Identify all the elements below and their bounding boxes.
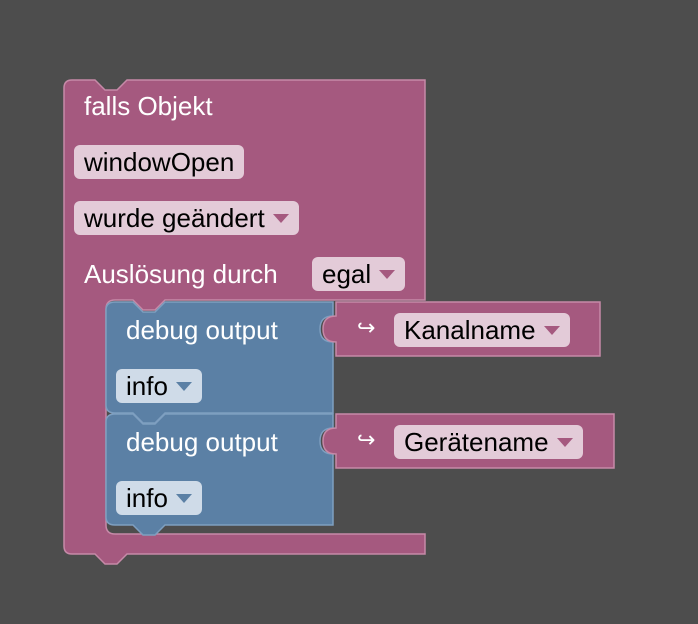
value-dropdown-1[interactable]: Kanalname [394, 313, 570, 347]
dropdown-arrow-icon [543, 325, 560, 335]
dropdown-arrow-icon [175, 381, 192, 391]
debug-output-label-1: debug output [126, 315, 278, 345]
value-text-1: Kanalname [404, 315, 536, 345]
trigger-header-label: falls Objekt [84, 91, 213, 121]
debug-level-dropdown-1[interactable]: info [116, 369, 202, 403]
value-text-2: Gerätename [404, 427, 549, 457]
debug-level-text-2: info [126, 483, 168, 513]
value-dropdown-2[interactable]: Gerätename [394, 425, 583, 459]
source-dropdown[interactable]: egal [312, 257, 406, 291]
source-label: Auslösung durch [84, 259, 278, 289]
source-text: egal [322, 259, 372, 289]
debug-level-text-1: info [126, 371, 168, 401]
debug-level-dropdown-2[interactable]: info [116, 481, 202, 515]
dropdown-arrow-icon [175, 493, 192, 503]
dropdown-arrow-icon [272, 213, 289, 223]
object-id-text: windowOpen [84, 147, 235, 177]
dropdown-arrow-icon [379, 269, 396, 279]
return-arrow-icon: ↪ [357, 315, 376, 340]
condition-text: wurde geändert [84, 203, 265, 233]
dropdown-arrow-icon [556, 437, 573, 447]
return-arrow-icon: ↪ [357, 427, 376, 452]
debug-output-label-2: debug output [126, 427, 278, 457]
object-id-field[interactable]: windowOpen [74, 145, 245, 179]
condition-dropdown[interactable]: wurde geändert [74, 201, 299, 235]
